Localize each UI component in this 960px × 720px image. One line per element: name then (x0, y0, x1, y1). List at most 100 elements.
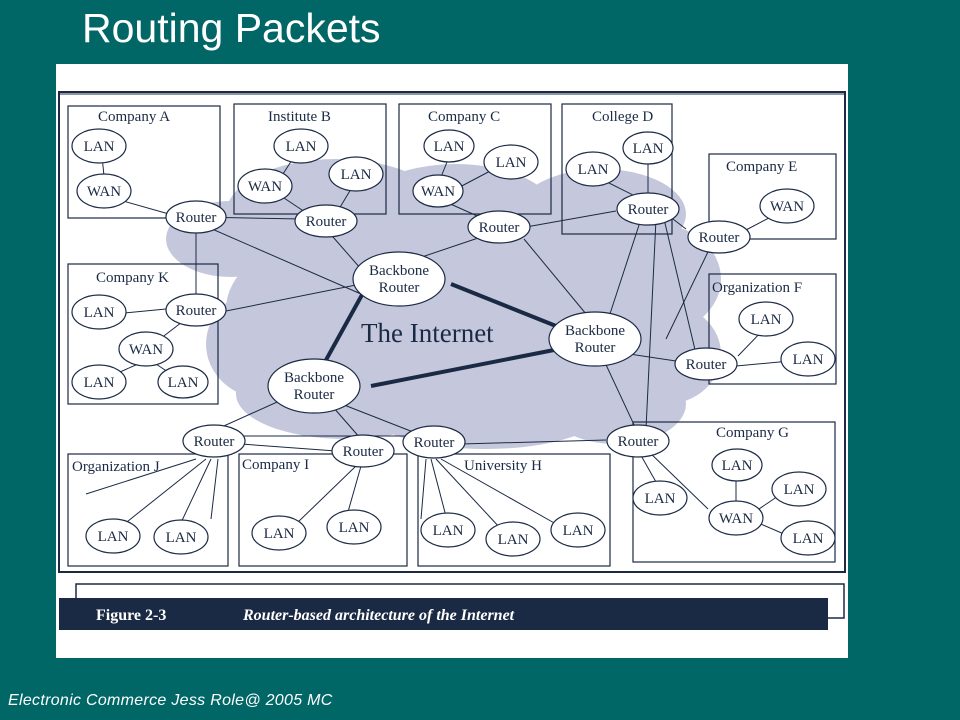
router-node (331, 434, 395, 468)
wan-label: WAN (248, 179, 282, 195)
wan-label: WAN (87, 184, 121, 200)
lan-label: LAN (784, 482, 815, 498)
box-company-k (67, 263, 219, 405)
box-title-company-a: Company A (98, 109, 170, 125)
router-node (687, 220, 751, 254)
lan-node (622, 131, 674, 165)
wan-node (237, 168, 293, 204)
wan-node (759, 188, 815, 224)
network-diagram: Company A Institute B Company C College … (58, 91, 846, 630)
lan-node (328, 156, 384, 192)
router-node (606, 424, 670, 458)
lan-node (565, 151, 621, 187)
lan-node (157, 365, 209, 399)
figure-frame (58, 91, 846, 573)
lan-node (420, 512, 476, 548)
lan-node (153, 519, 209, 555)
router-label: Router (176, 210, 217, 226)
lan-node (85, 518, 141, 554)
lan-label: LAN (722, 458, 753, 474)
lan-node (326, 509, 382, 545)
box-title-college-d: College D (592, 109, 653, 125)
router-node (182, 424, 246, 458)
backbone-router-node (352, 251, 446, 307)
box-title-company-g: Company G (716, 425, 789, 441)
lan-node (483, 144, 539, 180)
lan-label: LAN (433, 523, 464, 539)
lan-node (738, 301, 794, 337)
lan-node (273, 128, 329, 164)
backbone-label: Backbone (284, 370, 344, 386)
box-company-a (67, 105, 221, 219)
router-label: Router (628, 202, 669, 218)
router-node (402, 425, 466, 459)
lan-node (632, 480, 688, 516)
wan-node (708, 500, 764, 536)
router-node (467, 210, 531, 244)
router-node (165, 293, 227, 327)
lan-label: LAN (578, 162, 609, 178)
box-university-h (417, 453, 611, 567)
box-title-company-c: Company C (428, 109, 500, 125)
lan-label: LAN (434, 139, 465, 155)
wan-node (118, 331, 174, 367)
router-node (616, 192, 680, 226)
lan-node (550, 512, 606, 548)
lan-label: LAN (341, 167, 372, 183)
lan-node (71, 128, 127, 164)
lan-node (711, 448, 763, 482)
figure-label: Figure 2-3 (96, 607, 166, 624)
lan-node (780, 341, 836, 377)
lan-label: LAN (563, 523, 594, 539)
backbone-router-label: Router (294, 387, 335, 403)
router-node (674, 347, 738, 381)
router-label: Router (306, 214, 347, 230)
box-title-organization-j: Organization J (72, 459, 160, 475)
router-label: Router (194, 434, 235, 450)
lan-label: LAN (496, 155, 527, 171)
router-node (294, 204, 358, 238)
slide-footer: Electronic Commerce Jess Role@ 2005 MC (8, 692, 333, 709)
router-label: Router (618, 434, 659, 450)
lan-node (71, 364, 127, 400)
router-label: Router (343, 444, 384, 460)
wan-label: WAN (421, 184, 455, 200)
wan-node (412, 174, 464, 208)
box-title-company-k: Company K (96, 270, 169, 286)
lan-label: LAN (633, 141, 664, 157)
box-title-institute-b: Institute B (268, 109, 331, 125)
wan-label: WAN (719, 511, 753, 527)
wan-label: WAN (770, 199, 804, 215)
router-label: Router (699, 230, 740, 246)
lan-label: LAN (98, 529, 129, 545)
caption-bar (59, 598, 828, 630)
slide-title: Routing Packets (82, 5, 381, 51)
lan-label: LAN (751, 312, 782, 328)
router-label: Router (176, 303, 217, 319)
backbone-label: Backbone (369, 263, 429, 279)
lan-label: LAN (168, 375, 199, 391)
lan-node (771, 471, 827, 507)
lan-label: LAN (166, 530, 197, 546)
box-company-c (398, 103, 552, 215)
box-title-company-i: Company I (242, 457, 309, 473)
lan-node (780, 520, 836, 556)
lan-label: LAN (286, 139, 317, 155)
box-company-i (238, 453, 408, 567)
figure-caption: Router-based architecture of the Interne… (242, 607, 515, 624)
lan-label: LAN (793, 531, 824, 547)
lan-node (71, 294, 127, 330)
box-title-organization-f: Organization F (712, 280, 802, 296)
backbone-links (319, 282, 557, 388)
lan-node (251, 515, 307, 551)
backbone-router-node (267, 358, 361, 414)
lan-label: LAN (498, 532, 529, 548)
router-label: Router (479, 220, 520, 236)
lan-node (423, 129, 475, 163)
backbone-router-label: Router (575, 340, 616, 356)
backbone-router-node (548, 311, 642, 367)
lan-node (485, 521, 541, 557)
box-organization-f (708, 273, 837, 385)
box-organization-j (67, 453, 229, 567)
lan-label: LAN (84, 375, 115, 391)
